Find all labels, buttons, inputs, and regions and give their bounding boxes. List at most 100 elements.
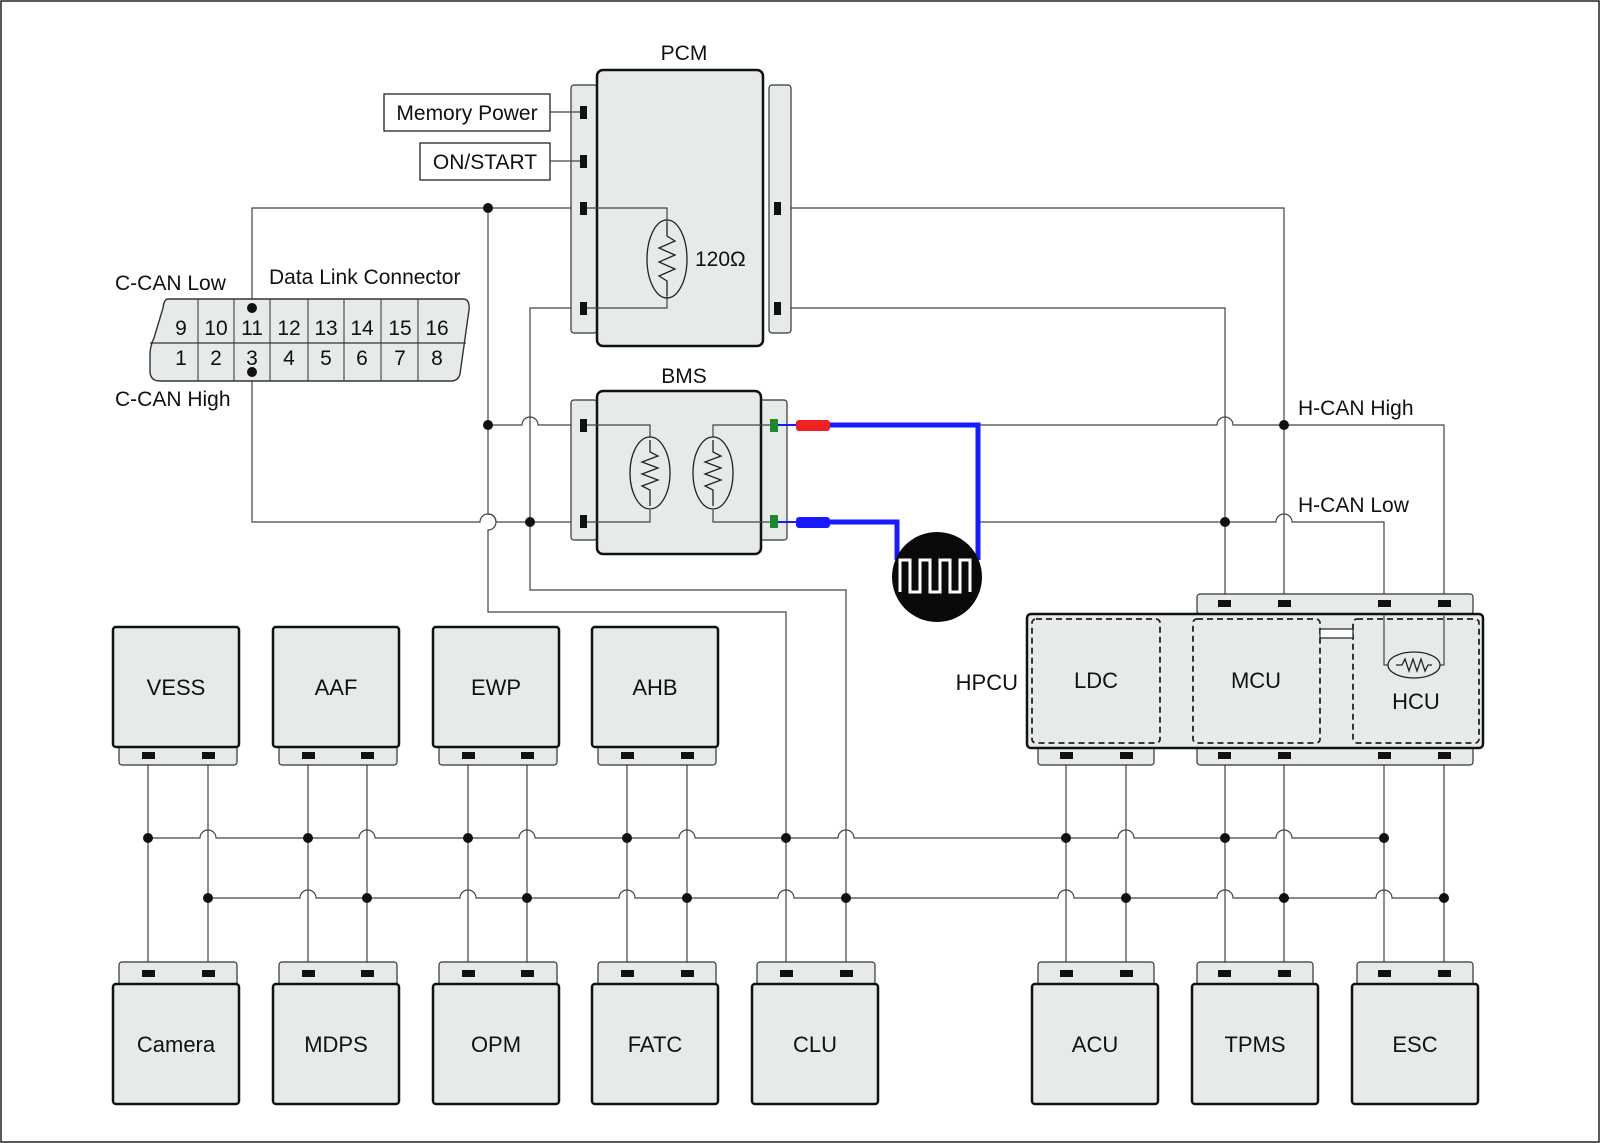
- junction-dot: [143, 833, 153, 843]
- wire-pcm-ccan-high: [251, 207, 584, 308]
- module-label: CLU: [793, 1032, 837, 1057]
- pcm-module[interactable]: PCM 120Ω: [570, 42, 792, 348]
- bms-pin-green: [770, 515, 778, 528]
- h-can-high-label: H-CAN High: [1298, 397, 1414, 420]
- dlc-pin-15: 15: [388, 317, 411, 340]
- module-pin: [142, 752, 155, 759]
- junction-dot: [781, 833, 791, 843]
- ldc-label: LDC: [1074, 668, 1118, 693]
- bms-resistor-icon: [703, 440, 723, 506]
- module-pin: [202, 970, 215, 977]
- module-label: FATC: [628, 1032, 683, 1057]
- module-fatc[interactable]: FATC: [590, 961, 720, 1106]
- module-pin: [302, 752, 315, 759]
- dlc-title: Data Link Connector: [269, 266, 460, 289]
- module-tab: [118, 961, 238, 987]
- probe-tip-red: [796, 420, 830, 431]
- pcm-pin: [580, 106, 587, 119]
- probe-tip-blue: [796, 517, 830, 528]
- module-tab: [597, 961, 717, 987]
- module-pin: [1120, 970, 1133, 977]
- junction-dot: [1220, 833, 1230, 843]
- module-label: AAF: [315, 675, 358, 700]
- module-box: [111, 625, 241, 749]
- wire-c-can-vertical-a: [487, 208, 787, 968]
- dlc-cell-lines: [197, 299, 419, 381]
- module-pin: [462, 970, 475, 977]
- junction-dot: [525, 517, 535, 527]
- bottom-modules: Camera MDPS OPM FATC CLU: [111, 961, 1480, 1106]
- module-box: [271, 625, 401, 749]
- bms-module[interactable]: BMS: [570, 365, 788, 556]
- pcm-inputs: Memory Power ON/START: [383, 93, 580, 181]
- h-can-low-label: H-CAN Low: [1298, 494, 1410, 517]
- hpcu-module[interactable]: HPCU LDC MCU HCU: [956, 593, 1485, 766]
- module-pin: [1278, 970, 1291, 977]
- bms-resistor-outline: [692, 436, 734, 510]
- module-tab: [1356, 961, 1474, 987]
- junction-dot: [483, 203, 493, 213]
- bms-resistor-outline: [629, 436, 671, 510]
- dlc-pin-2: 2: [210, 347, 222, 370]
- data-link-connector[interactable]: 9 10 11 12 13 14 15 16 1 2 3 4 5 6 7 8 D…: [115, 266, 470, 411]
- module-label: VESS: [147, 675, 206, 700]
- module-label: ACU: [1072, 1032, 1118, 1057]
- module-tpms[interactable]: TPMS: [1190, 961, 1320, 1106]
- bms-pin: [580, 419, 587, 432]
- module-esc[interactable]: ESC: [1350, 961, 1480, 1106]
- wiring: [147, 207, 1445, 968]
- bms-internal-wire: [712, 424, 770, 523]
- module-label: Camera: [137, 1032, 216, 1057]
- hpcu-pin: [1438, 752, 1451, 759]
- hpcu-pin: [1218, 600, 1231, 607]
- memory-power-box: [383, 93, 551, 132]
- module-tab: [1037, 961, 1155, 987]
- junction-dot: [483, 420, 493, 430]
- module-mdps[interactable]: MDPS: [271, 961, 401, 1106]
- module-label: OPM: [471, 1032, 521, 1057]
- square-wave-icon: [898, 558, 972, 594]
- bms-box: [595, 389, 763, 556]
- junction-dot: [1279, 420, 1289, 430]
- hcu-subunit: [1352, 618, 1480, 744]
- junction-dot: [1220, 517, 1230, 527]
- junction-dot: [463, 833, 473, 843]
- pcm-pin: [580, 202, 587, 215]
- pcm-pin: [580, 302, 587, 315]
- module-pin: [302, 970, 315, 977]
- module-pin: [361, 752, 374, 759]
- hcu-resistor-icon: [1396, 656, 1432, 674]
- module-vess[interactable]: VESS: [111, 625, 241, 766]
- dlc-pin-4: 4: [283, 347, 295, 370]
- pcm-title: PCM: [661, 42, 708, 65]
- module-pin: [621, 752, 634, 759]
- on-start-label: ON/START: [433, 151, 537, 174]
- module-pin: [1060, 970, 1073, 977]
- pcm-pin: [774, 302, 781, 315]
- memory-power-label: Memory Power: [396, 102, 537, 125]
- module-aaf[interactable]: AAF: [271, 625, 401, 766]
- junction-dot: [1279, 893, 1289, 903]
- module-acu[interactable]: ACU: [1030, 961, 1160, 1106]
- module-box: [271, 982, 401, 1106]
- bms-pin: [580, 515, 587, 528]
- module-pin: [1438, 970, 1451, 977]
- module-opm[interactable]: OPM: [431, 961, 561, 1106]
- pcm-internal-wire: [587, 207, 668, 309]
- module-box: [431, 625, 561, 749]
- dlc-pin-8: 8: [431, 347, 443, 370]
- dlc-pin-13: 13: [314, 317, 337, 340]
- bus-lower: [208, 889, 1444, 899]
- module-camera[interactable]: Camera: [111, 961, 241, 1106]
- module-pin: [621, 970, 634, 977]
- hcu-resistor-outline: [1387, 651, 1441, 679]
- module-ahb[interactable]: AHB: [590, 625, 720, 766]
- module-ewp[interactable]: EWP: [431, 625, 561, 766]
- hpcu-pin: [1438, 600, 1451, 607]
- module-clu[interactable]: CLU: [750, 961, 880, 1106]
- junction-dot: [622, 833, 632, 843]
- module-label: EWP: [471, 675, 521, 700]
- dlc-pin-11-contact: [247, 303, 257, 313]
- dlc-pin-12: 12: [277, 317, 300, 340]
- dlc-pin-3: 3: [246, 347, 258, 370]
